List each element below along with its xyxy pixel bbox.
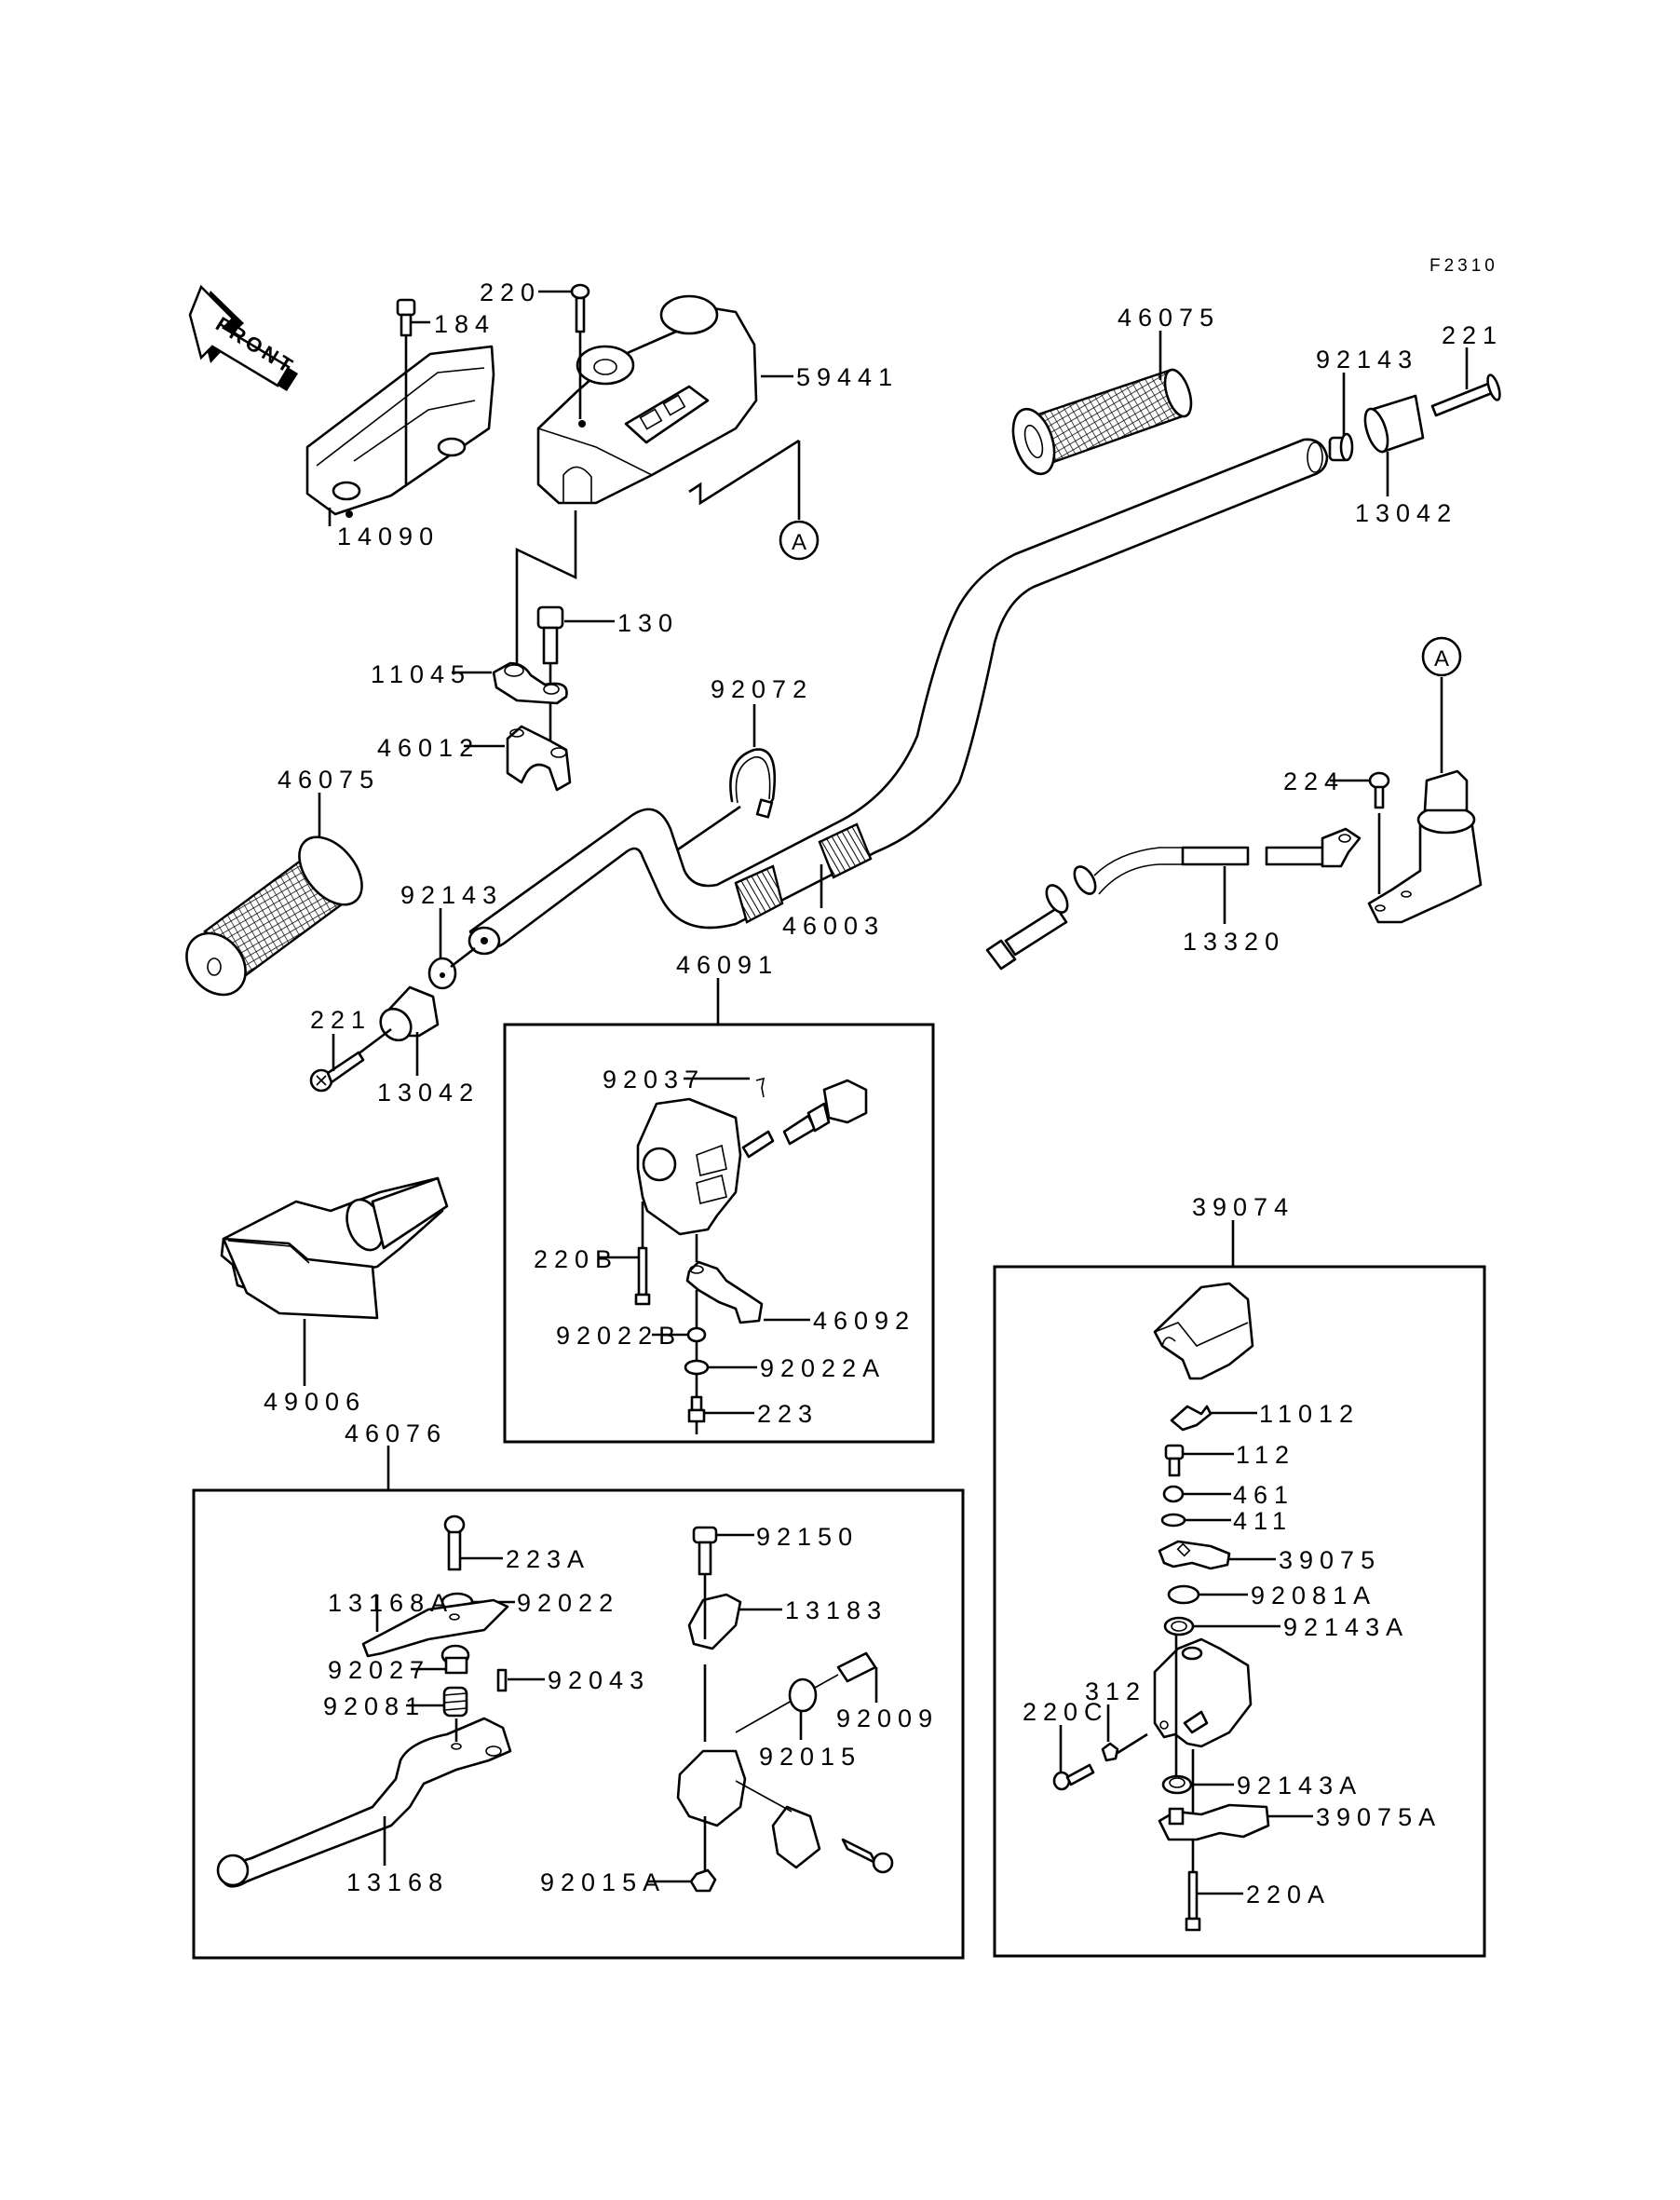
label-411: 411 [1233, 1507, 1293, 1535]
cable-13320-drawing [985, 827, 1362, 971]
switch-housing-drawing [1367, 769, 1483, 924]
label-92022A: 92022A [760, 1354, 886, 1382]
lever-assembly-box [192, 1488, 965, 1960]
label-13042-right: 13042 [1355, 499, 1457, 527]
screw-224-drawing [1330, 771, 1390, 894]
label-92043: 92043 [548, 1666, 650, 1694]
label-14090: 14090 [337, 523, 440, 550]
handlebar-46003-drawing [467, 438, 1329, 956]
label-220C: 220C [1023, 1698, 1109, 1726]
label-46076: 46076 [345, 1419, 447, 1447]
throttle-assembly-box [993, 1265, 1486, 1958]
label-92015: 92015 [759, 1743, 861, 1771]
ref-marker-a-top-label: A [792, 530, 806, 555]
lever-assembly-46076: 46076 223A 13168A 92022 92027 [192, 1419, 965, 1960]
part-59441-drawing [536, 294, 758, 505]
label-46012: 46012 [377, 734, 480, 762]
plate-11045-drawing [492, 661, 568, 705]
label-92037: 92037 [603, 1066, 705, 1093]
label-49006: 49006 [264, 1388, 366, 1416]
ref-marker-a-right [1421, 636, 1462, 677]
label-220B: 220B [534, 1245, 618, 1273]
throttle-assembly-39074: 39074 [993, 1193, 1486, 1958]
collar-92143-left-drawing [427, 946, 476, 990]
collar-92143-right-drawing [1328, 432, 1354, 462]
part-14090-drawing [305, 345, 495, 518]
bolt-184-drawing [396, 298, 430, 484]
label-312: 312 [1085, 1677, 1146, 1705]
clamp-46012-drawing [506, 725, 572, 792]
label-39075: 39075 [1279, 1546, 1381, 1574]
label-92072: 92072 [711, 675, 813, 703]
label-92015A: 92015A [540, 1868, 666, 1896]
label-11045: 11045 [371, 660, 471, 688]
label-461: 461 [1233, 1481, 1294, 1509]
ref-marker-a-right-label: A [1434, 646, 1449, 672]
label-92150: 92150 [756, 1523, 859, 1551]
label-46003: 46003 [782, 912, 885, 940]
grip-46075-left-drawing [185, 835, 363, 997]
label-39074: 39074 [1192, 1193, 1294, 1221]
switch-assembly-box [503, 1023, 935, 1444]
label-220A: 220A [1246, 1881, 1331, 1908]
label-92081A: 92081A [1251, 1582, 1376, 1609]
front-arrow-icon: FRONT [188, 284, 300, 391]
label-92027: 92027 [328, 1656, 430, 1684]
label-11012: 11012 [1259, 1400, 1360, 1428]
label-223: 223 [757, 1400, 819, 1428]
label-13320: 13320 [1183, 928, 1285, 956]
switch-assembly-46091: 46091 92037 220B 46092 9 [503, 951, 935, 1444]
grip-46075-right-drawing [1011, 368, 1193, 476]
label-92143-right: 92143 [1316, 346, 1418, 373]
label-13183: 13183 [785, 1596, 887, 1624]
label-46091: 46091 [676, 951, 779, 979]
leader-ref-a-top [688, 439, 801, 520]
label-39075A: 39075A [1316, 1803, 1442, 1831]
label-221-right: 221 [1442, 321, 1503, 349]
part-49006-drawing [220, 1176, 449, 1320]
label-223A: 223A [506, 1545, 590, 1573]
label-46092: 46092 [813, 1307, 915, 1335]
clip-92072-drawing [677, 748, 777, 851]
figure-code: F2310 [1429, 256, 1498, 276]
label-112: 112 [1236, 1441, 1295, 1469]
label-13042-left: 13042 [377, 1079, 480, 1107]
label-224: 224 [1283, 767, 1345, 795]
label-92009: 92009 [836, 1704, 939, 1732]
ref-marker-a-top [779, 520, 820, 561]
label-46075-right: 46075 [1118, 304, 1220, 332]
label-92022B: 92022B [556, 1322, 682, 1350]
label-130: 130 [617, 609, 679, 637]
label-220: 220 [480, 278, 541, 306]
label-92143A-bottom: 92143A [1237, 1772, 1362, 1799]
label-46075-left: 46075 [278, 766, 380, 794]
label-92143A-top: 92143A [1283, 1613, 1409, 1641]
weight-13042-right-drawing [1363, 394, 1425, 454]
label-221-left: 221 [310, 1006, 372, 1034]
screw-221-right-drawing [1430, 373, 1501, 417]
label-184: 184 [434, 310, 495, 338]
bolt-130-drawing [536, 605, 615, 764]
label-13168A: 13168A [328, 1589, 454, 1617]
label-13168: 13168 [346, 1868, 449, 1896]
screw-220-drawing [538, 283, 590, 419]
label-92143-left: 92143 [400, 881, 503, 909]
label-92022: 92022 [517, 1589, 619, 1617]
screw-221-left-drawing [309, 1051, 365, 1093]
label-59441: 59441 [796, 363, 899, 391]
label-92081: 92081 [323, 1692, 426, 1720]
